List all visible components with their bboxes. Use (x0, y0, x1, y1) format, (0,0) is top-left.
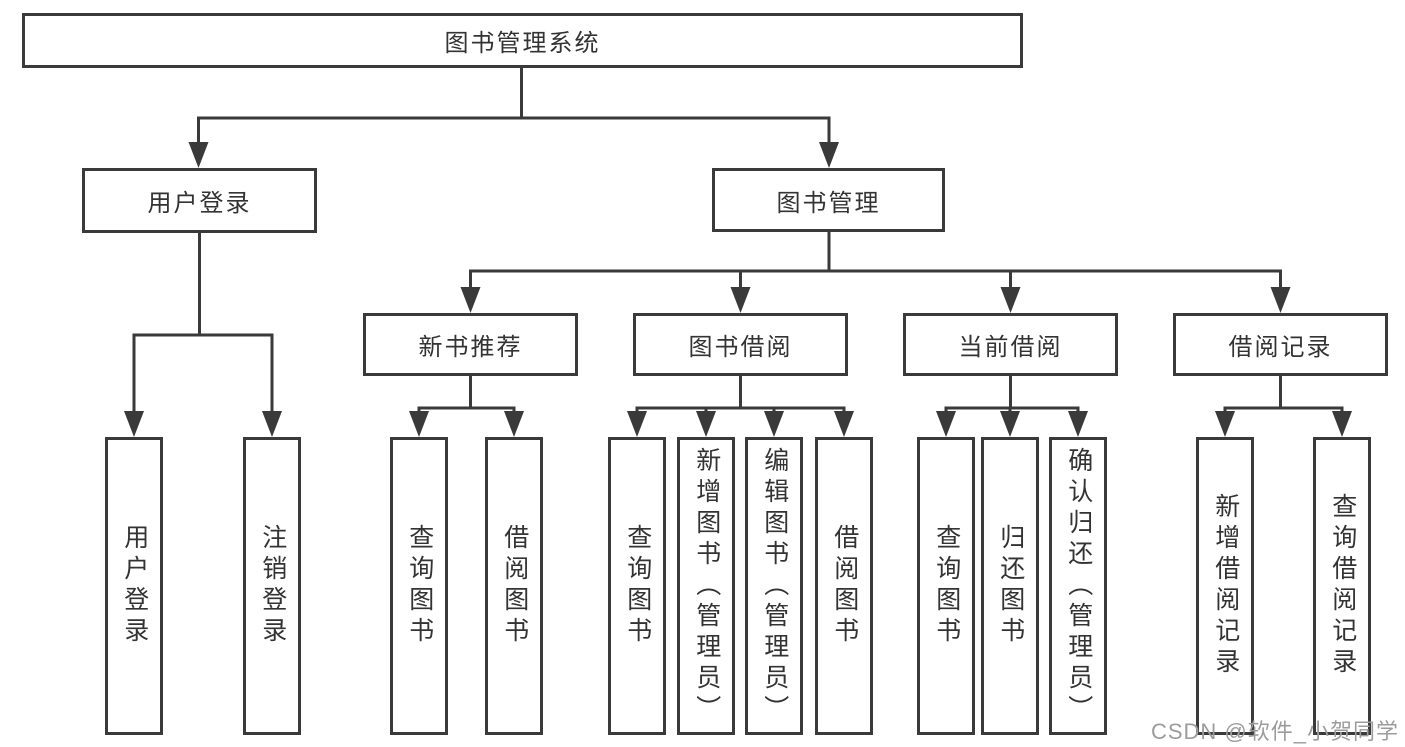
node-label: 借阅图书 (500, 524, 529, 648)
connector-borrowrecords-to-leaves (1223, 376, 1344, 413)
node-label: 新书推荐 (418, 334, 523, 361)
node-book-borrowing: 图书借阅 (633, 313, 848, 376)
connector-userlogin-to-leaves (132, 233, 274, 413)
node-borrowing-records: 借阅记录 (1173, 313, 1388, 376)
node-user-login: 用户登录 (82, 168, 317, 233)
leaf-borrow-books: 借阅图书 (485, 437, 543, 735)
node-label: 新增借阅记录 (1211, 493, 1240, 679)
node-label: 查询图书 (405, 524, 434, 648)
arrowhead-icon (696, 411, 716, 437)
leaf-borrow-books: 借阅图书 (815, 437, 873, 735)
node-label: 查询图书 (932, 524, 961, 648)
arrowhead-icon (1000, 287, 1021, 313)
arrowhead-icon (1332, 411, 1352, 437)
arrowhead-icon (627, 411, 647, 437)
arrowhead-icon (460, 287, 481, 313)
leaf-query-books: 查询图书 (390, 437, 448, 735)
connector-currentborrow-to-leaves (944, 376, 1080, 413)
arrowhead-icon (262, 411, 282, 437)
leaf-query-books: 查询图书 (608, 437, 666, 735)
node-label: 图书管理 (776, 189, 881, 217)
arrowhead-icon (124, 411, 144, 437)
leaf-query-books: 查询图书 (917, 437, 975, 735)
node-label: 图书借阅 (688, 334, 793, 361)
node-label: 借阅记录 (1228, 334, 1333, 361)
arrowhead-icon (1215, 411, 1235, 437)
node-library-management-system: 图书管理系统 (22, 13, 1023, 68)
node-label: 用户登录 (120, 524, 149, 648)
connector-bookmgmt-to-level3 (469, 232, 1282, 289)
connector-root-to-level2 (197, 68, 831, 145)
arrowhead-icon (819, 142, 839, 168)
leaf-query-borrow-record: 查询借阅记录 (1313, 437, 1371, 735)
node-current-borrowing: 当前借阅 (903, 313, 1118, 376)
leaf-edit-books-admin: 编辑图书（管理员） (745, 437, 803, 735)
node-label: 图书管理系统 (444, 30, 601, 57)
node-label: 当前借阅 (958, 334, 1063, 361)
leaf-return-books: 归还图书 (981, 437, 1039, 735)
node-label: 新增图书（管理员） (692, 446, 721, 726)
arrowhead-icon (188, 142, 209, 168)
node-label: 确认归还（管理员） (1064, 446, 1093, 726)
node-label: 借阅图书 (830, 524, 859, 648)
node-new-book-recommendation: 新书推荐 (363, 313, 578, 376)
arrowhead-icon (936, 411, 956, 437)
csdn-watermark: CSDN @软件_小贺同学 (1150, 719, 1399, 744)
arrowhead-icon (764, 411, 784, 437)
node-label: 用户登录 (147, 190, 252, 217)
arrowhead-icon (834, 411, 854, 437)
node-label: 查询图书 (623, 524, 652, 648)
arrowhead-icon (730, 287, 751, 313)
node-book-management: 图书管理 (712, 168, 945, 232)
leaf-user-login: 用户登录 (105, 437, 163, 735)
arrowhead-icon (504, 411, 524, 437)
node-label: 注销登录 (258, 524, 287, 648)
leaf-logout: 注销登录 (243, 437, 301, 735)
arrowhead-icon (1270, 287, 1291, 313)
node-label: 编辑图书（管理员） (760, 446, 789, 726)
leaf-add-books-admin: 新增图书（管理员） (677, 437, 735, 735)
arrowhead-icon (1068, 411, 1088, 437)
connector-newbook-to-leaves (417, 376, 516, 413)
node-label: 查询借阅记录 (1328, 493, 1357, 679)
connector-bookborrow-to-leaves (635, 376, 846, 413)
arrowhead-icon (1000, 411, 1020, 437)
leaf-add-borrow-record: 新增借阅记录 (1196, 437, 1254, 735)
leaf-confirm-return-admin: 确认归还（管理员） (1049, 437, 1107, 735)
arrowhead-icon (409, 411, 429, 437)
node-label: 归还图书 (996, 524, 1025, 648)
